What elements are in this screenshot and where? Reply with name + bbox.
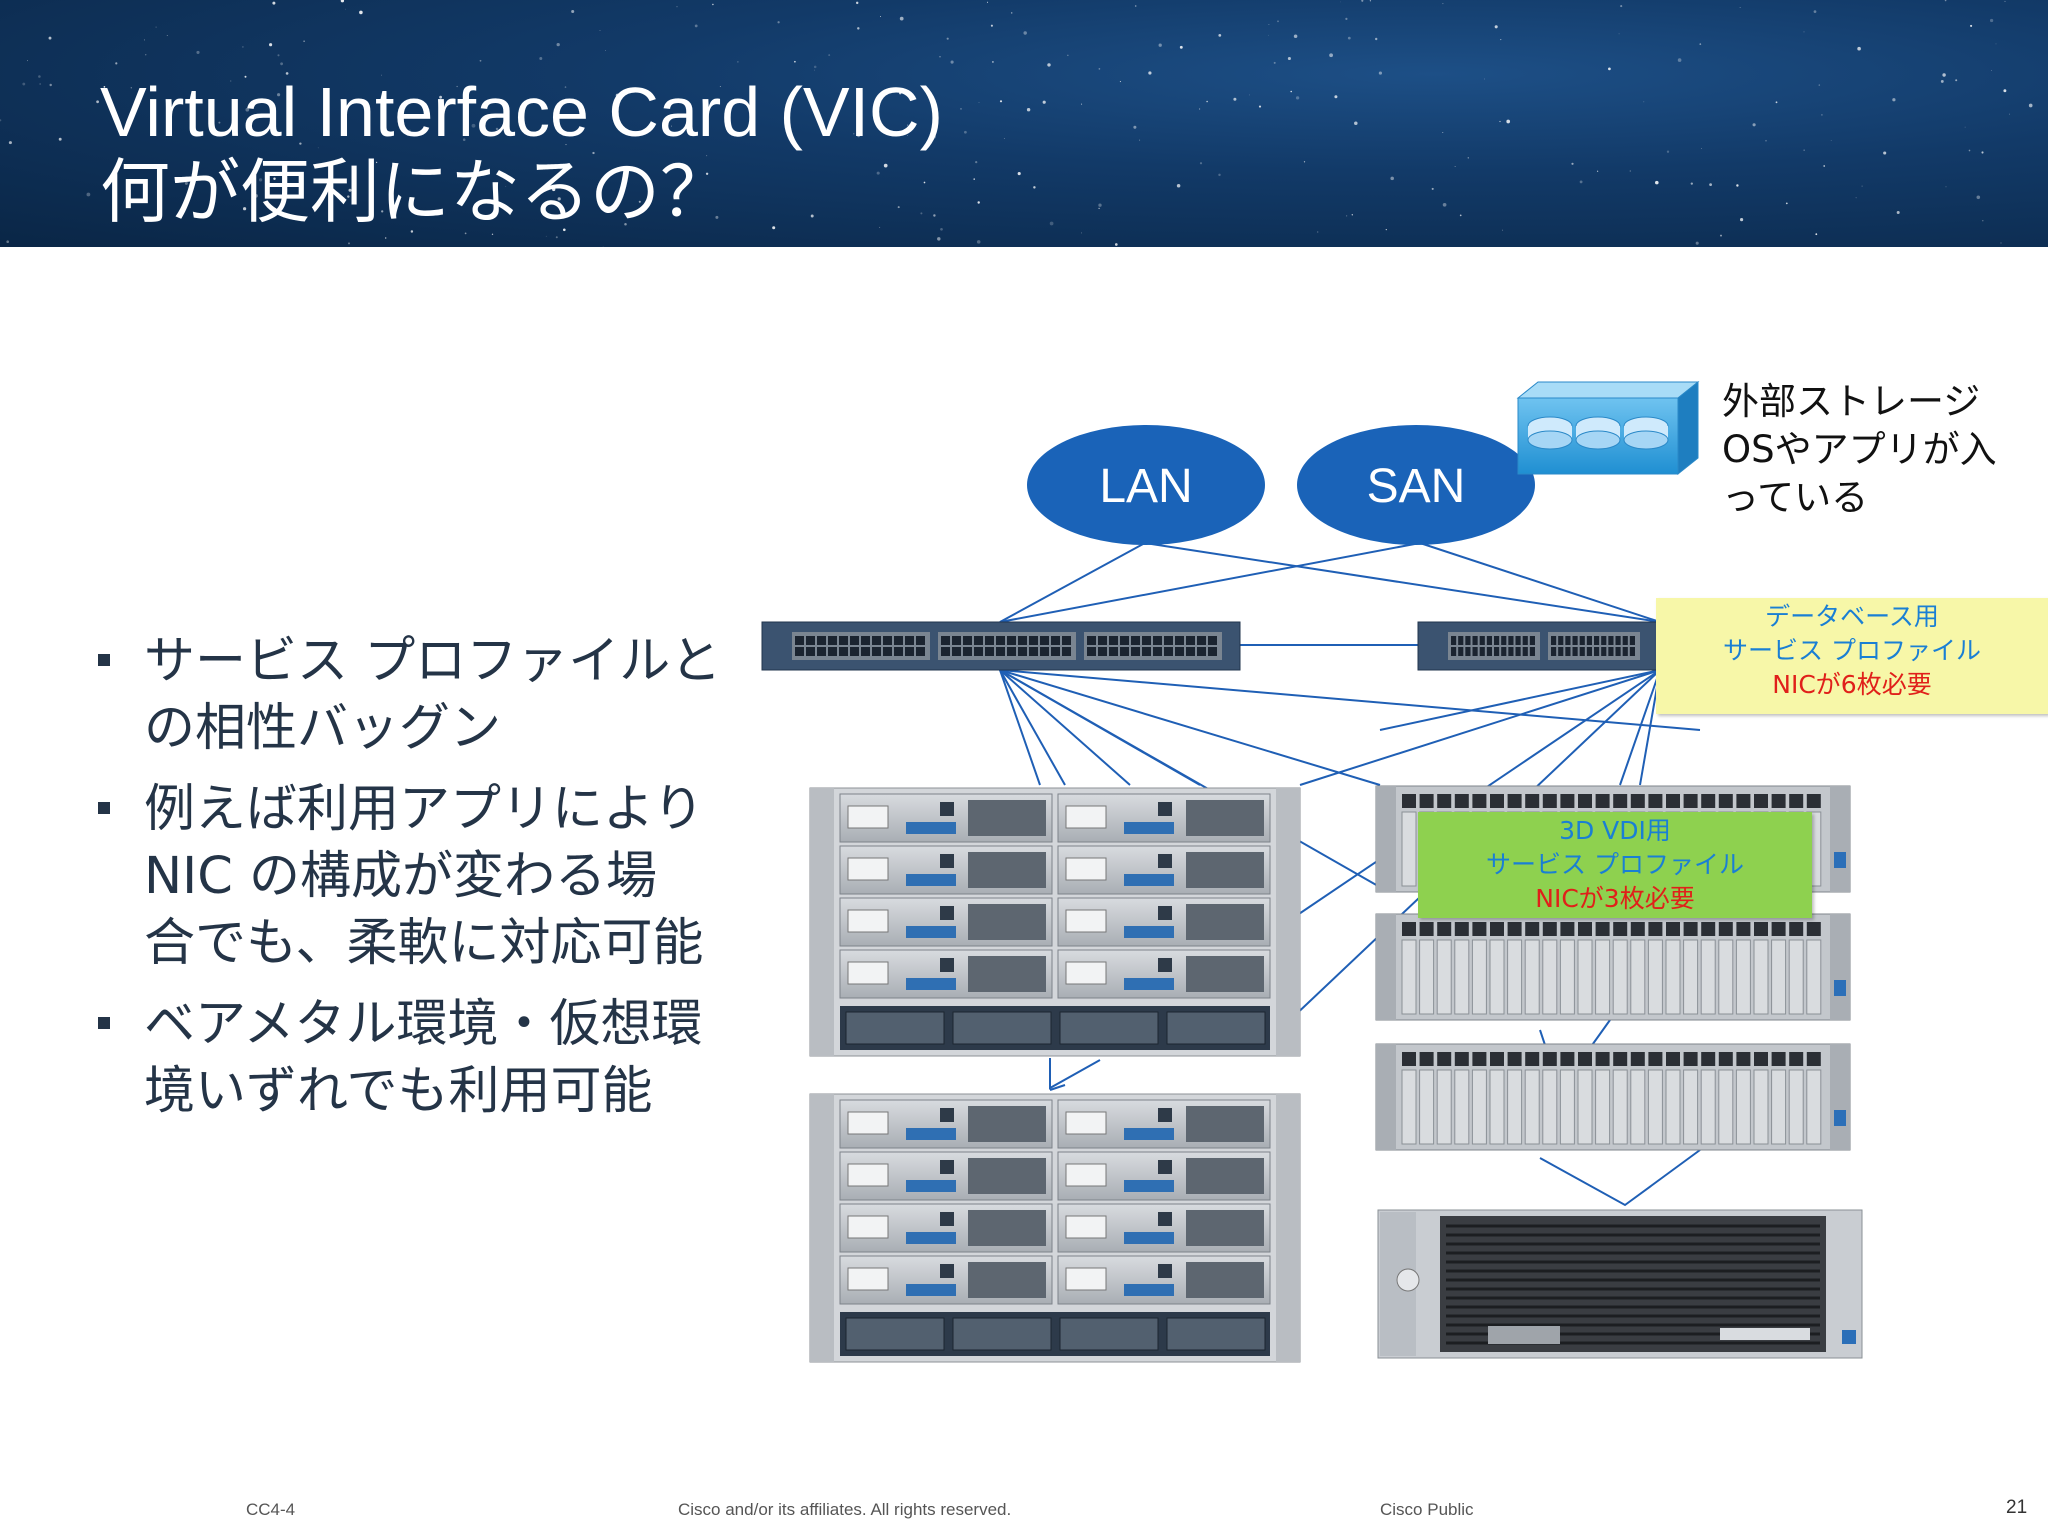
title-line-1: Virtual Interface Card (VIC) (100, 73, 943, 151)
bullet-text: ベアメタル環境・仮想環 (144, 995, 703, 1054)
footer-code: CC4-4 (246, 1500, 296, 1519)
bullet-item: ベアメタル環境・仮想環 境いずれでも利用可能 (96, 991, 746, 1125)
footer-classification: Cisco Public (1380, 1500, 1474, 1519)
title-line-2: 何が便利になるの？ (100, 153, 730, 231)
vdi-note-line: NICが3枚必要 (1535, 884, 1695, 913)
blade-chassis-icon (809, 1093, 1301, 1363)
switch-icon (761, 621, 1241, 671)
slide-title: Virtual Interface Card (VIC) 何が便利になるの？ (100, 72, 943, 232)
bullet-marker (98, 654, 110, 666)
db-note-line: サービス プロファイル (1723, 636, 1981, 665)
san-cloud (1297, 425, 1535, 545)
storage-label-line: OSやアプリが入 (1722, 428, 1997, 471)
bullet-marker (98, 1017, 110, 1029)
starfield-background (0, 0, 2033, 247)
db-service-profile-note: データベース用 サービス プロファイル NICが6枚必要 (1656, 598, 2048, 714)
bullet-text: 合でも、柔軟に対応可能 (144, 914, 704, 973)
lan-label: LAN (1099, 460, 1192, 513)
vdi-note-line: サービス プロファイル (1486, 850, 1744, 879)
vdi-note-line: 3D VDI用 (1559, 816, 1671, 845)
storage-label-line: 外部ストレージ (1722, 380, 1981, 423)
bullet-item: 例えば利用アプリにより NIC の構成が変わる場 合でも、柔軟に対応可能 (96, 776, 746, 977)
bullet-marker (98, 802, 110, 814)
rack-server-icon (1375, 913, 1851, 1021)
bullet-text: サービス プロファイルと (144, 632, 722, 691)
page-number: 21 (2006, 1497, 2028, 1518)
bullet-text: NIC の構成が変わる場 (144, 847, 658, 906)
bullet-text: 例えば利用アプリにより (144, 780, 704, 839)
blade-chassis-icon (809, 787, 1301, 1057)
vdi-service-profile-note: 3D VDI用 サービス プロファイル NICが3枚必要 (1418, 812, 1812, 918)
slide-header: Virtual Interface Card (VIC) 何が便利になるの？ (0, 0, 2048, 247)
bullet-text: の相性バッグン (144, 699, 502, 758)
storage-server-icon (1377, 1209, 1863, 1359)
lan-cloud (1027, 425, 1265, 545)
storage-label-line: っている (1722, 476, 1869, 519)
rack-server-icon (1375, 1043, 1851, 1151)
db-note-line: NICが6枚必要 (1772, 670, 1932, 699)
footer-copyright: Cisco and/or its affiliates. All rights … (678, 1500, 1012, 1519)
storage-label: 外部ストレージ OSやアプリが入 っている (1722, 378, 1997, 522)
storage-array-icon (1516, 380, 1700, 476)
san-label: SAN (1367, 460, 1466, 513)
switch-icon (1417, 621, 1659, 671)
bullet-text: 境いずれでも利用可能 (144, 1062, 653, 1121)
db-note-line: データベース用 (1765, 602, 1939, 631)
bullet-list: サービス プロファイルと の相性バッグン 例えば利用アプリにより NIC の構成… (96, 628, 746, 1139)
bullet-item: サービス プロファイルと の相性バッグン (96, 628, 746, 762)
